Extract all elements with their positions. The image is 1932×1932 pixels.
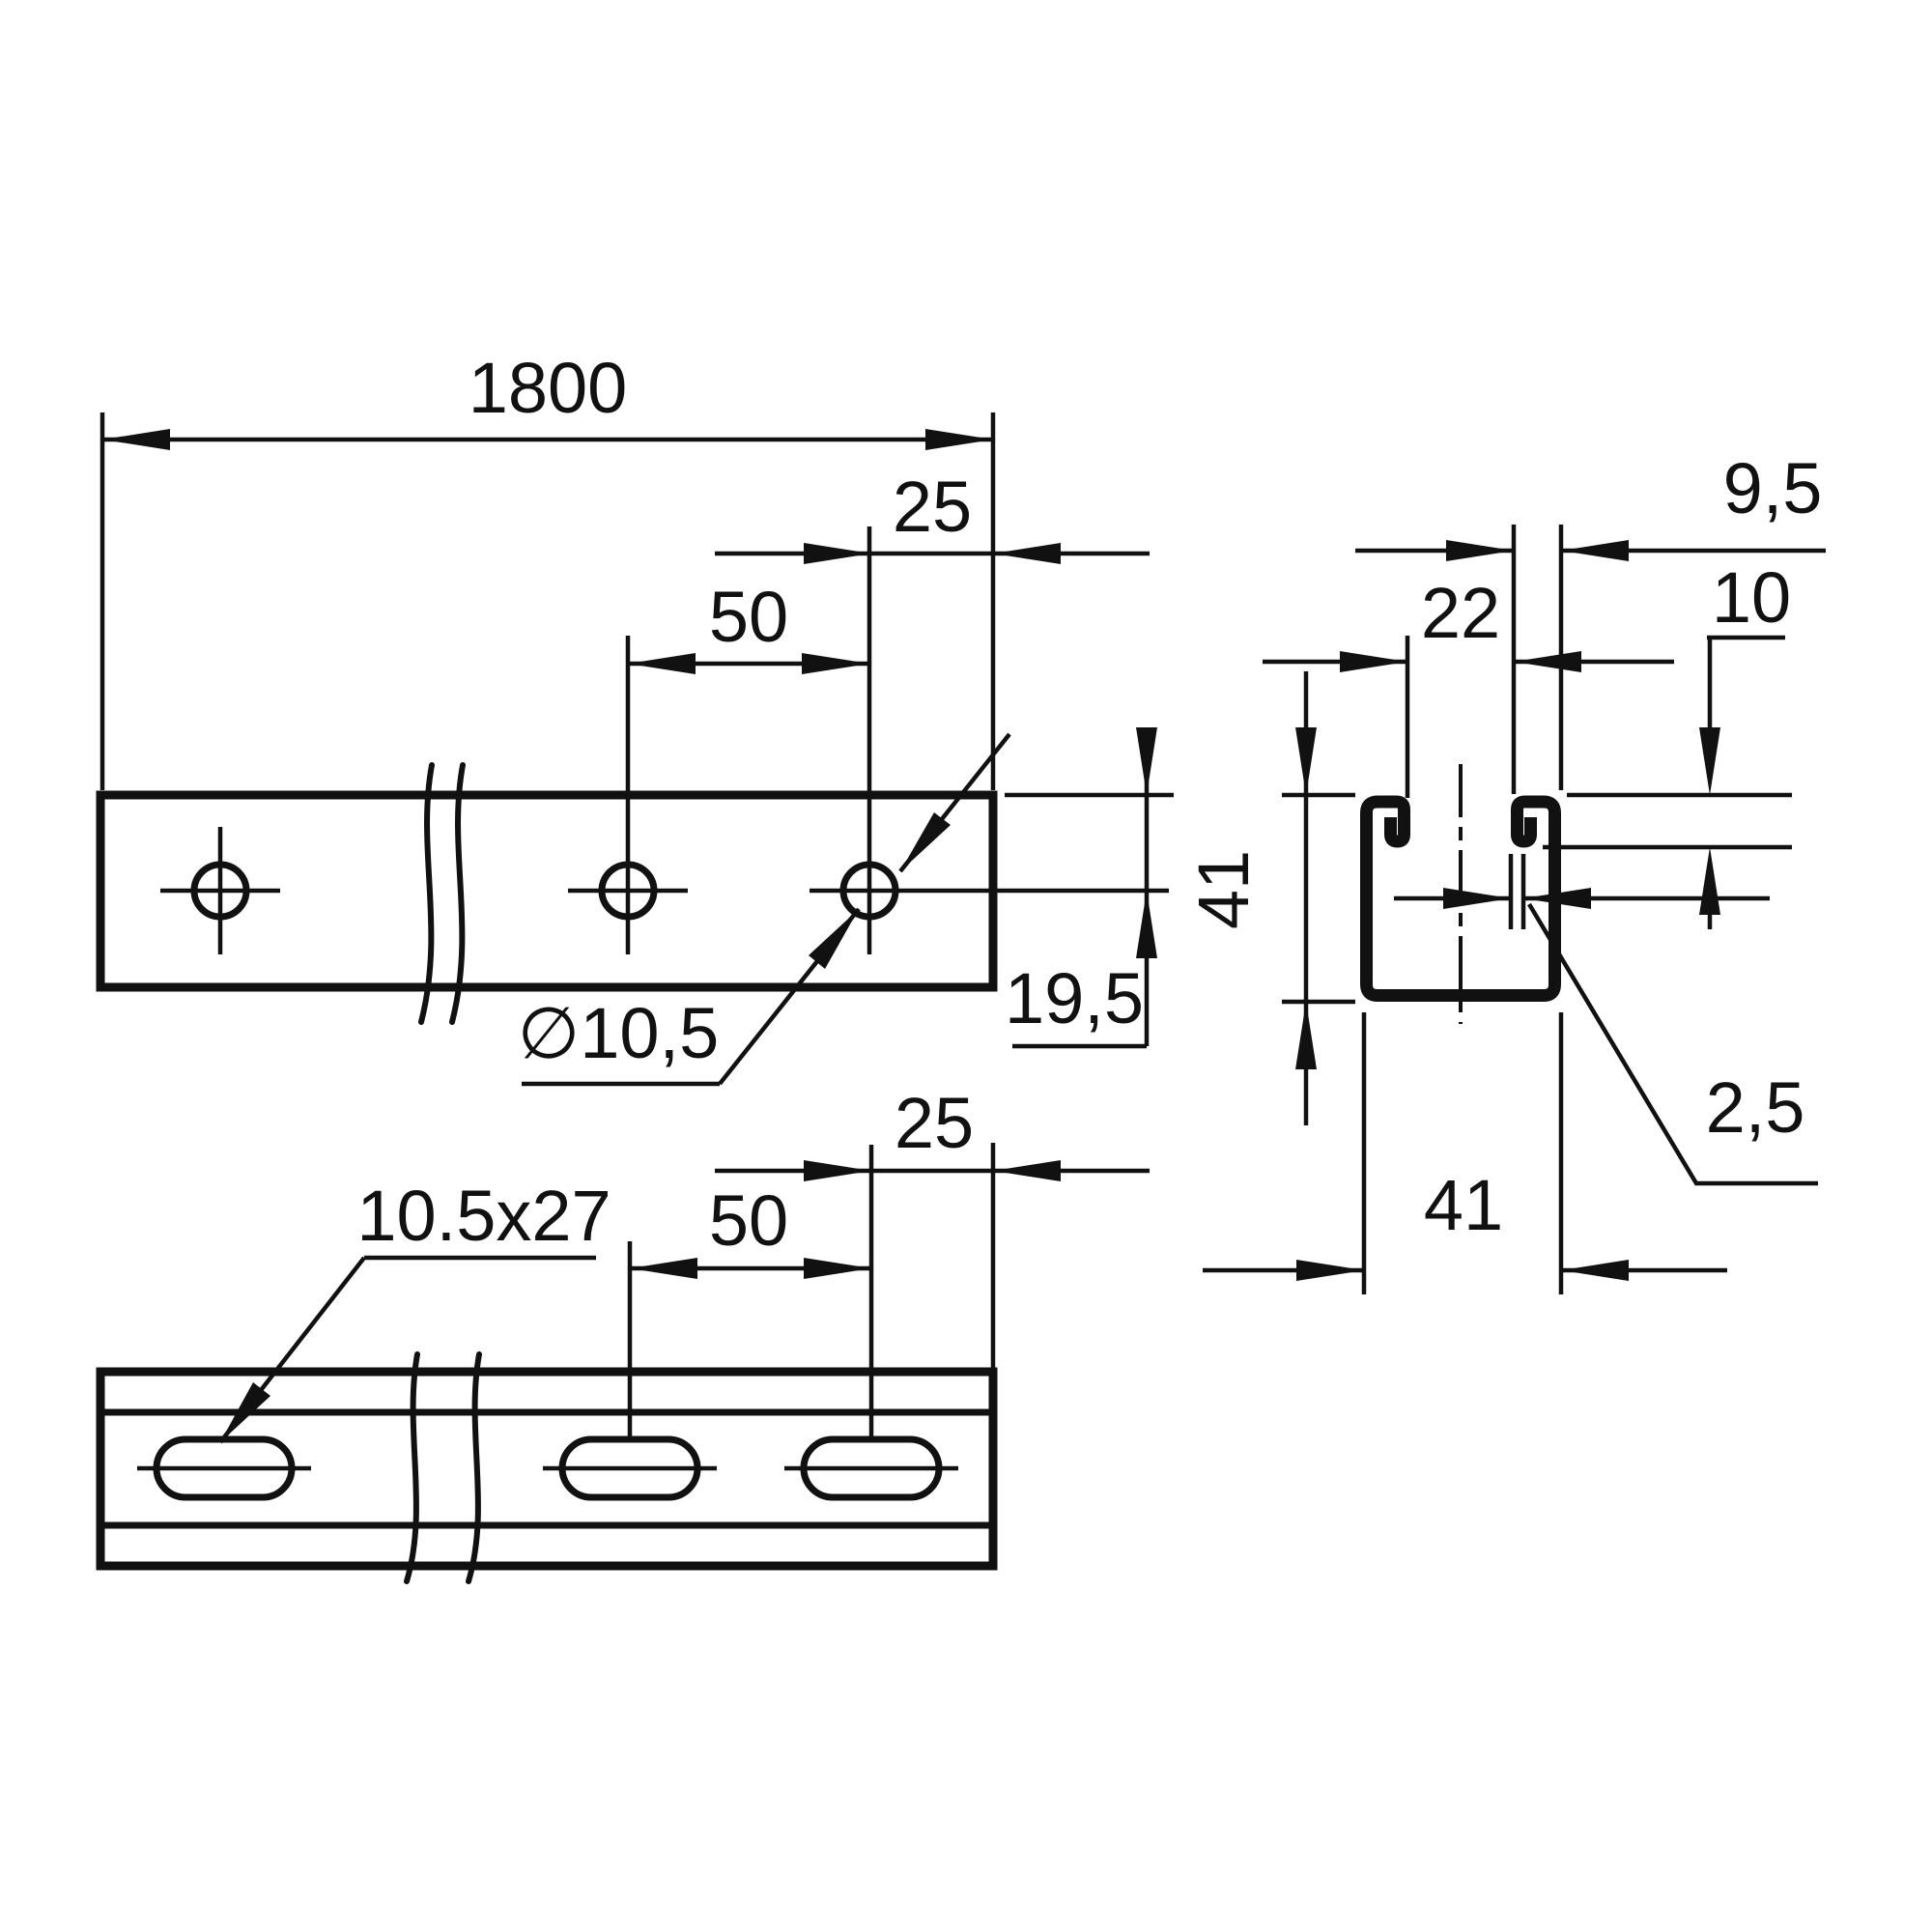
arrowhead-icon [1514,651,1581,672]
dim-section-height-label: 41 [1183,850,1264,929]
dim-wall-thickness: 2,5 [1394,854,1818,1186]
break-line-icon [466,1351,482,1584]
dim-slot-width-label: 22 [1421,573,1500,653]
arrowhead-icon [1443,888,1511,909]
arrowhead-icon [220,1382,270,1442]
arrowhead-icon [993,1160,1061,1181]
hole-3-crosshair [810,526,1169,954]
dim-flange-lip-label: 9,5 [1723,448,1823,528]
break-line-icon [404,1351,420,1584]
dim-hole-pitch-label: 50 [709,577,788,657]
dim-end-offset-bottom-label: 25 [895,1083,974,1163]
arrowhead-icon [1296,1260,1364,1281]
dim-section-width-label: 41 [1424,1165,1503,1245]
dim-section-width: 41 [1203,1012,1727,1294]
hole-1-crosshair [160,827,280,954]
arrowhead-icon [1561,1260,1629,1281]
callout-slot-size: 10.5x27 [218,1176,611,1444]
side-view: 1800 25 50 ∅10,5 19,5 [96,348,1174,1087]
arrowhead-icon [804,543,871,564]
arrowhead-icon [1295,1002,1317,1069]
arrowhead-icon [1295,727,1317,795]
arrowhead-icon [1136,891,1157,958]
dim-overall-length-label: 1800 [469,348,628,428]
arrowhead-icon [802,653,869,674]
dim-lip-depth-label: 10 [1712,557,1791,638]
arrowhead-icon [102,429,170,450]
dim-slot-pitch: 50 [630,1180,871,1279]
face-view-bar-outline [96,1367,998,1571]
arrowhead-icon [1561,540,1629,561]
dim-hole-edge-distance: 19,5 [1005,727,1174,1049]
face-view: 50 25 10.5x27 [96,1083,1150,1584]
break-line-icon [449,762,466,1025]
arrowhead-icon [809,909,859,969]
break-line-icon [418,762,435,1025]
callout-hole-diameter: ∅10,5 [518,732,1011,1087]
dim-end-offset-bottom: 25 [715,1083,1150,1181]
slot-size-label: 10.5x27 [356,1176,611,1256]
hole-2-crosshair [568,636,688,954]
dim-end-offset-top: 25 [715,467,1150,564]
arrowhead-icon [628,653,696,674]
arrowhead-icon [1523,888,1591,909]
arrowhead-icon [804,1160,871,1181]
face-view-extension-lines [627,1143,996,1437]
section-view: 9,5 22 10 41 41 [1183,448,1826,1294]
arrowhead-icon [630,1258,697,1279]
arrowhead-icon [925,429,993,450]
dim-overall-length: 1800 [99,348,996,790]
arrowhead-icon [1136,727,1157,795]
channel-profile [1360,795,1561,1002]
dim-end-offset-top-label: 25 [893,467,972,547]
hole-diameter-label: ∅10,5 [518,993,720,1073]
dim-hole-edge-distance-label: 19,5 [1005,958,1144,1038]
arrowhead-icon [900,812,951,871]
dim-wall-thickness-label: 2,5 [1706,1067,1805,1148]
dim-slot-pitch-label: 50 [709,1180,788,1261]
arrowhead-icon [1699,847,1720,915]
arrowhead-icon [1699,727,1720,795]
arrowhead-icon [1446,540,1514,561]
dim-slot-width: 22 [1263,573,1674,798]
arrowhead-icon [993,543,1061,564]
dim-lip-depth: 10 [1543,557,1792,929]
arrowhead-icon [1340,651,1407,672]
dim-hole-pitch: 50 [628,577,869,674]
arrowhead-icon [804,1258,871,1279]
dim-section-height: 41 [1183,671,1355,1125]
